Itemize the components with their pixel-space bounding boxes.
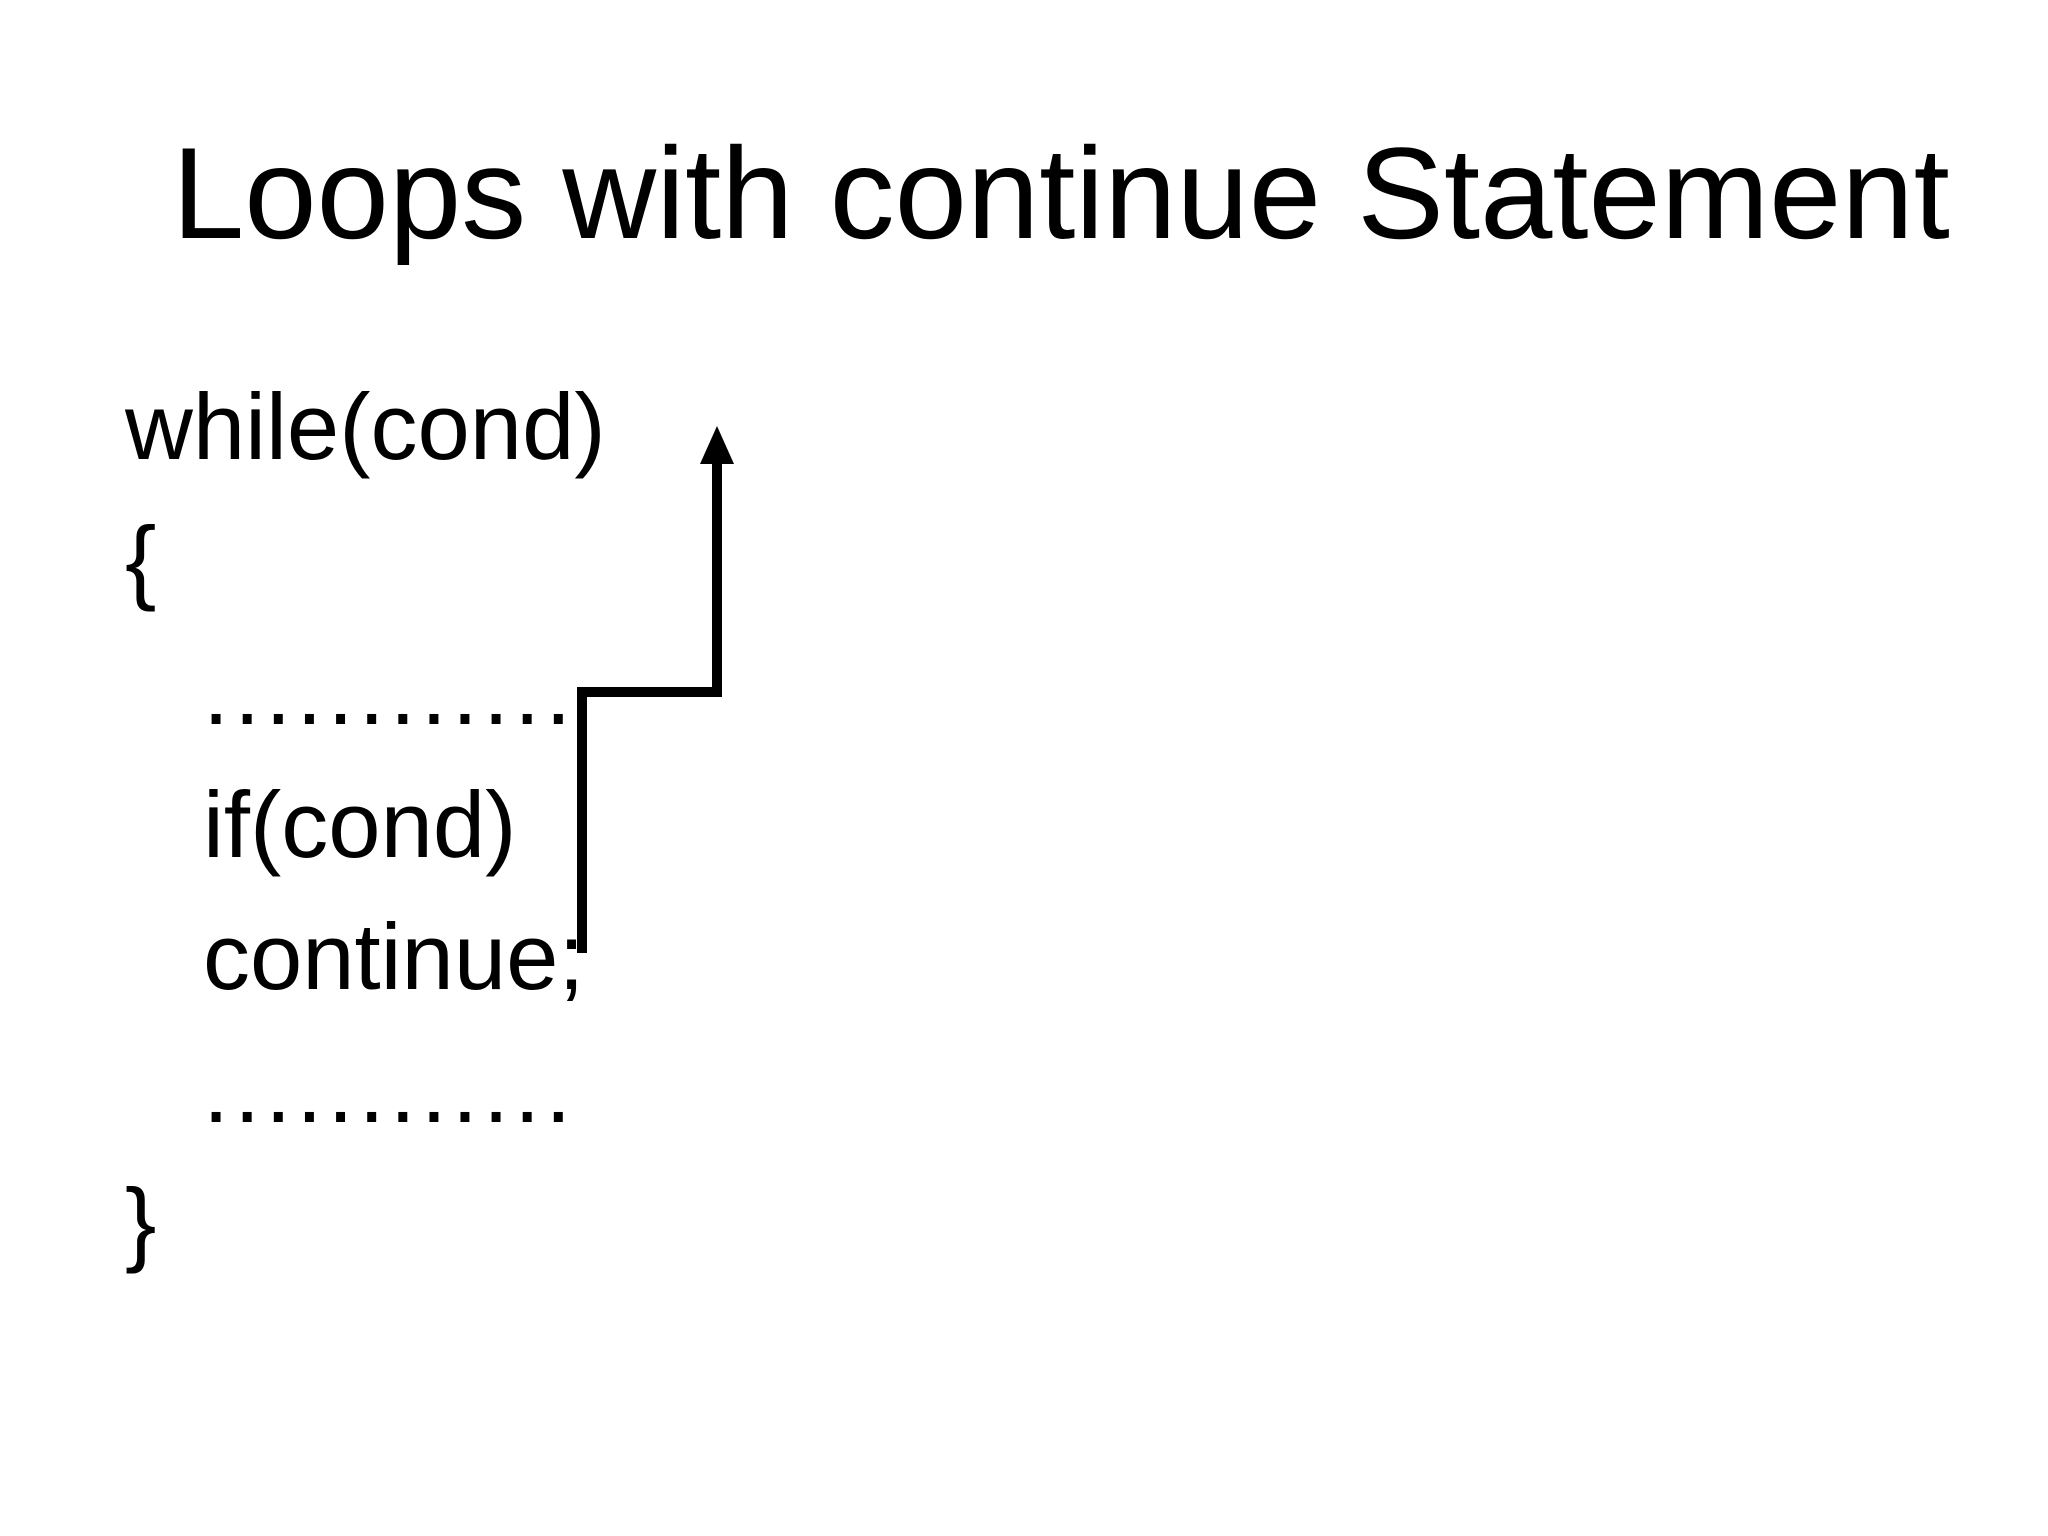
code-line-open-brace: {: [125, 506, 157, 612]
code-line-while: while(cond): [125, 374, 606, 479]
slide-title: Loops with continue Statement: [172, 120, 1950, 266]
code-block: while(cond) { ............ if(cond) cont…: [125, 361, 606, 1289]
code-line-close-brace: }: [125, 1169, 157, 1274]
code-line-if: if(cond): [203, 771, 517, 877]
code-line-dots-bottom: ............: [203, 1036, 577, 1142]
arrow-head-icon: [700, 426, 734, 464]
code-line-dots-top: ............: [203, 639, 577, 744]
code-line-continue: continue;: [203, 904, 585, 1009]
